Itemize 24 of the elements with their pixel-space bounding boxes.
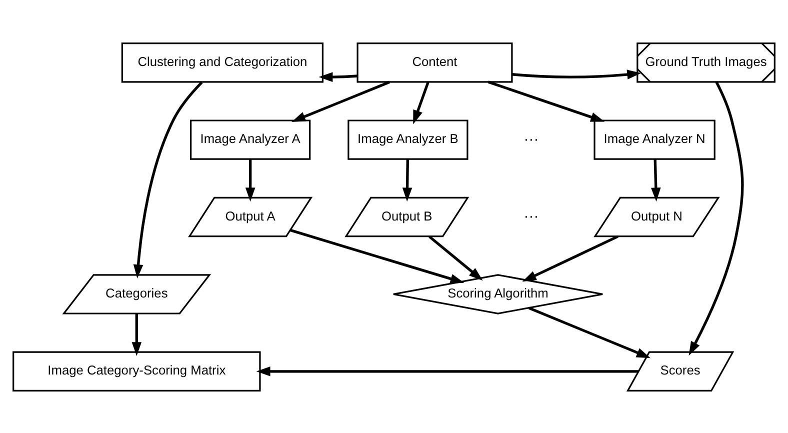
arrow: [428, 235, 483, 280]
arrow: [512, 69, 642, 79]
arrow: [688, 80, 744, 356]
arrow: [245, 158, 256, 202]
node-box: Image Analyzer N: [594, 119, 716, 160]
arrow: [132, 313, 142, 356]
arrow: [256, 366, 638, 376]
label: ···: [524, 130, 539, 148]
node-box: Image Analyzer B: [348, 119, 468, 160]
node-box: Image Analyzer A: [190, 119, 311, 160]
arrow: [488, 80, 605, 122]
arrow: [651, 158, 661, 202]
arrow: [292, 80, 390, 122]
arrow: [133, 80, 203, 278]
arrow: [290, 228, 464, 284]
node-box: Clustering and Categorization: [121, 42, 324, 82]
node-box: Image Category-Scoring Matrix: [12, 350, 261, 392]
arrow: [402, 158, 412, 202]
node-box: Content: [356, 42, 513, 82]
arrow: [522, 234, 618, 282]
arrow: [528, 306, 650, 358]
arrow: [318, 72, 358, 82]
arrow: [413, 81, 430, 124]
label: ···: [524, 207, 539, 224]
